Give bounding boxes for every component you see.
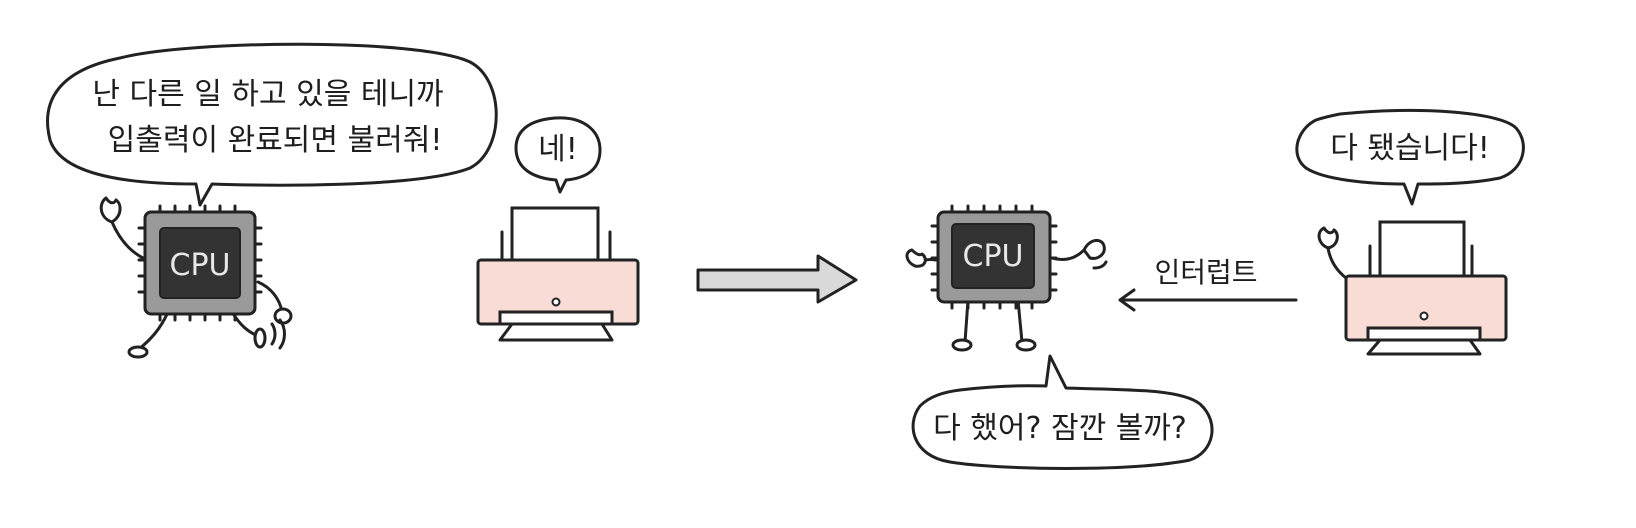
cpu-left-hand-icon [99, 196, 122, 224]
cpu-left-character: CPU [99, 196, 293, 359]
cpu-left-speech-bubble: 난 다른 일 하고 있을 테니까 입출력이 완료되면 불러줘! [46, 42, 498, 207]
cpu-right-hand-right-icon [1082, 239, 1106, 260]
printer-left-speech-bubble: 네! [514, 116, 602, 194]
printer-left [476, 206, 640, 342]
cpu-left-label: CPU [170, 248, 231, 283]
interrupt-label: 인터럽트 [1154, 256, 1257, 289]
cpu-right-hand-left-icon [905, 248, 927, 268]
cpu-left-leg-1 [136, 310, 170, 352]
printer-left-bubble-text: 네! [538, 132, 578, 167]
printer-right-paper [1378, 220, 1466, 278]
printer-right [1317, 220, 1508, 356]
cpu-right-foot-1 [951, 338, 973, 352]
printer-left-tray-slot [498, 310, 614, 326]
cpu-left-foot-2 [253, 327, 267, 349]
cpu-right-label: CPU [963, 239, 1024, 274]
printer-right-led-icon [1419, 311, 1429, 321]
cpu-left-foot-1 [127, 345, 149, 359]
printer-right-bubble-text: 다 됐습니다! [1330, 131, 1490, 166]
cpu-left-chip-core [159, 227, 241, 299]
printer-left-output-tray [498, 322, 614, 342]
printer-right-tray-slot [1366, 326, 1482, 342]
cpu-right-bubble-text: 다 했어? 잠깐 볼까? [933, 411, 1187, 446]
cpu-left-fist-icon [273, 307, 293, 325]
cpu-right-leg-2 [1016, 298, 1024, 344]
cpu-left-arm-raised [110, 220, 145, 260]
cpu-right-speech-bubble: 다 했어? 잠깐 볼까? [911, 354, 1214, 470]
printer-right-arm [1326, 246, 1348, 280]
cpu-right-chip-core [951, 223, 1035, 289]
printer-left-paper [510, 206, 600, 262]
printer-right-output-tray [1366, 338, 1482, 356]
cpu-right-character: CPU [905, 204, 1108, 352]
interrupt-arrow-icon [1118, 288, 1298, 312]
printer-right-speech-bubble: 다 됐습니다! [1295, 108, 1525, 206]
cpu-right-foot-2 [1015, 338, 1037, 352]
cpu-left-bubble-line2: 입출력이 완료되면 불러줘! [108, 123, 443, 158]
cpu-right-motion-line-icon [1092, 260, 1108, 270]
printer-left-led-icon [551, 297, 561, 307]
transition-arrow-icon [696, 254, 858, 304]
cpu-left-motion-lines-icon [270, 318, 286, 350]
cpu-left-chip-pins [137, 204, 263, 322]
cpu-left-bubble-line1: 난 다른 일 하고 있을 테니까 [92, 77, 443, 112]
cpu-left-arm [256, 280, 284, 314]
printer-right-hand-icon [1317, 226, 1339, 250]
